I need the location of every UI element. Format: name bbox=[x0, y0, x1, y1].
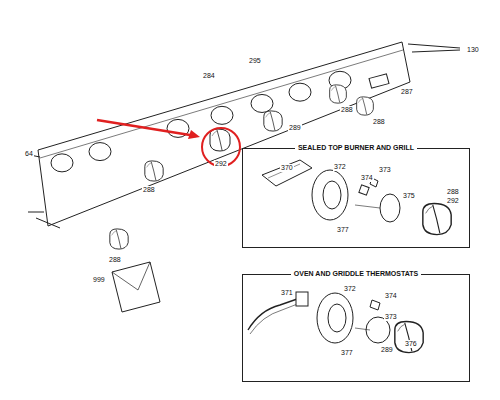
callout-number: 289 bbox=[380, 346, 394, 354]
callout-number: 376 bbox=[404, 340, 418, 348]
callout-number: 288 bbox=[108, 256, 122, 264]
callout-number: 292 bbox=[214, 160, 228, 168]
knob-hole bbox=[89, 143, 111, 161]
callout-number: 289 bbox=[288, 124, 302, 132]
detail-box: SEALED TOP BURNER AND GRILL bbox=[242, 148, 470, 248]
callout-number: 288 bbox=[372, 118, 386, 126]
box-heading: SEALED TOP BURNER AND GRILL bbox=[295, 144, 417, 151]
callout-number: 370 bbox=[280, 164, 294, 172]
knob-hole bbox=[289, 83, 311, 101]
callout-number: 373 bbox=[378, 166, 392, 174]
callout-number: 377 bbox=[340, 349, 354, 357]
callout-number: 295 bbox=[248, 57, 262, 65]
callout-number: 371 bbox=[280, 289, 294, 297]
callout-number: 374 bbox=[360, 174, 374, 182]
callout-number: 288 bbox=[446, 188, 460, 196]
callout-number: 287 bbox=[400, 88, 414, 96]
callout-number: 292 bbox=[446, 197, 460, 205]
callout-number: 377 bbox=[336, 226, 350, 234]
callout-number: 130 bbox=[466, 46, 480, 54]
callout-number: 999 bbox=[92, 276, 106, 284]
callout-number: 288 bbox=[340, 106, 354, 114]
callout-number: 373 bbox=[384, 313, 398, 321]
callout-number: 374 bbox=[384, 292, 398, 300]
callout-number: 372 bbox=[343, 285, 357, 293]
knob-hole bbox=[211, 106, 233, 124]
callout-number: 284 bbox=[202, 72, 216, 80]
callout-number: 372 bbox=[333, 163, 347, 171]
knob-hole bbox=[251, 94, 273, 112]
callout-number: 288 bbox=[142, 186, 156, 194]
callout-number: 375 bbox=[402, 192, 416, 200]
callout-number: 64 bbox=[24, 150, 34, 158]
knob-hole bbox=[51, 154, 73, 172]
box-heading: OVEN AND GRIDDLE THERMOSTATS bbox=[291, 270, 421, 277]
